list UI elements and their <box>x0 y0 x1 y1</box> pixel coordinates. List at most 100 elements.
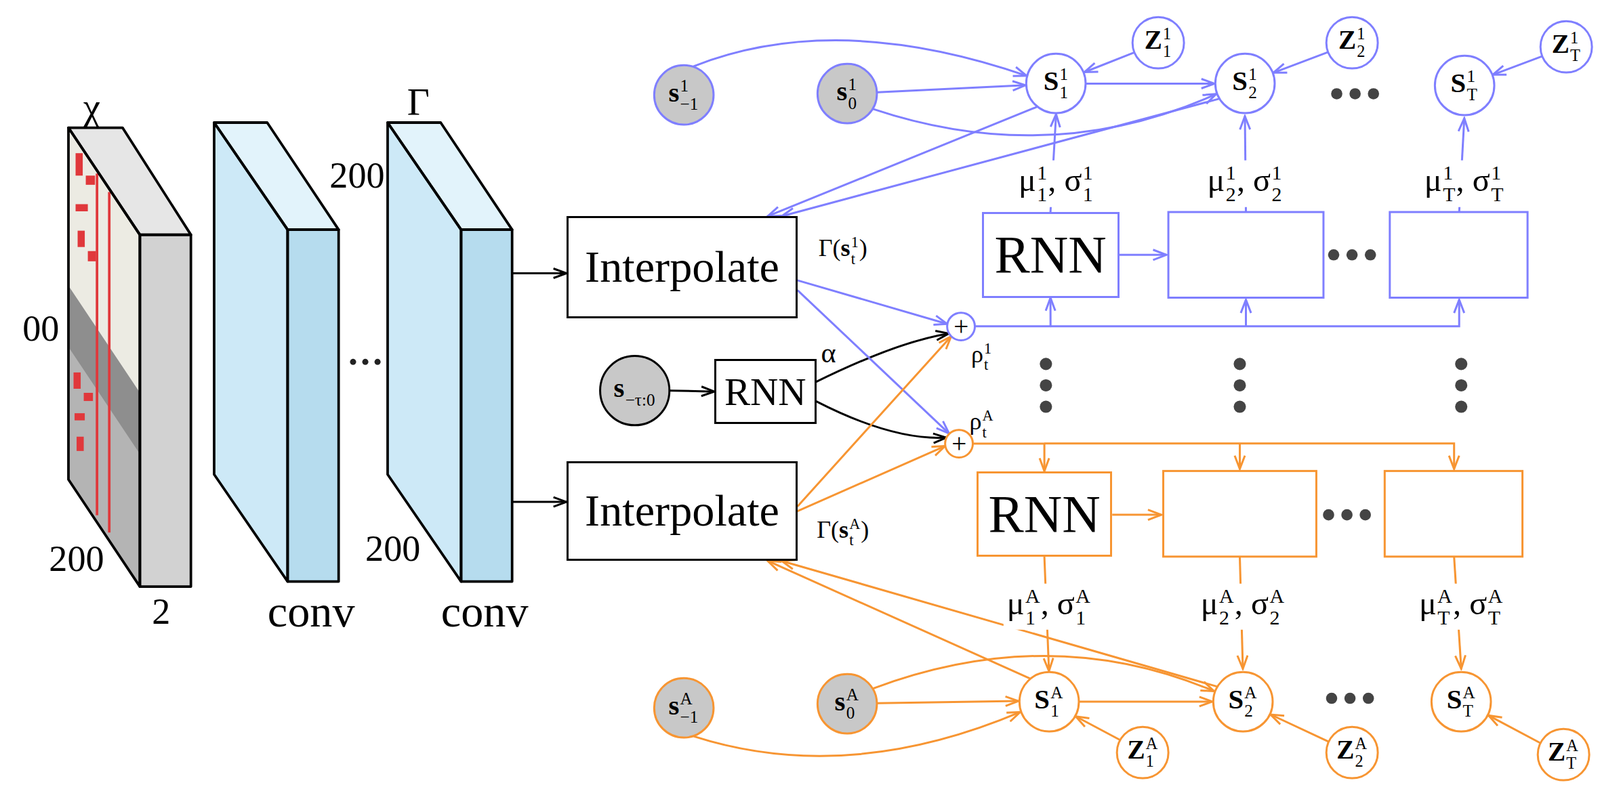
index-stack: 1T <box>1442 161 1455 207</box>
shape-part <box>68 127 140 587</box>
subscript: t <box>851 250 859 268</box>
math-symbol: S <box>1034 683 1050 715</box>
math-symbol: μ <box>1007 585 1025 622</box>
index-stack: AT <box>1437 585 1453 630</box>
tensor-label: χ <box>83 88 101 127</box>
circle-shape <box>1540 21 1592 73</box>
math-symbol: μ <box>1200 585 1219 622</box>
subscript: 0 <box>847 94 857 113</box>
math-label: 200 <box>48 540 104 578</box>
index-stack: 11 <box>1059 65 1069 102</box>
box-label: Interpolate <box>584 488 780 534</box>
shape-part <box>73 372 81 389</box>
index-stack: 10 <box>847 75 857 112</box>
subscript: 1 <box>1050 702 1063 721</box>
math-symbol: 200 <box>365 528 421 570</box>
math-symbol: Z <box>1336 735 1355 765</box>
dot <box>1359 509 1371 522</box>
math-label: SA2 <box>1227 683 1258 721</box>
superscript: 1 <box>1466 67 1477 86</box>
subscript: 1 <box>1082 183 1094 206</box>
shape-part <box>107 191 111 533</box>
arrow-connector <box>1492 56 1542 75</box>
superscript: 1 <box>1059 65 1069 84</box>
math-label: Z11 <box>1144 25 1172 61</box>
shape-part <box>75 153 83 176</box>
state-circle: Z1T <box>1539 20 1593 74</box>
math-label: α <box>821 338 837 368</box>
dot <box>374 359 381 366</box>
circle-shape <box>1326 727 1378 779</box>
subscript: T <box>1463 702 1476 721</box>
superscript: 1 <box>1082 161 1094 184</box>
subscript: −τ:0 <box>625 391 656 410</box>
dot <box>1328 249 1340 261</box>
dot <box>1039 357 1052 371</box>
subscript: T <box>1566 754 1579 773</box>
superscript: 1 <box>983 340 992 358</box>
index-stack: AT <box>1566 737 1579 773</box>
shape-part <box>461 229 513 582</box>
index-stack: AT <box>1463 683 1476 721</box>
arrow-connector <box>670 391 715 393</box>
math-label: S1T <box>1450 67 1479 104</box>
shape-part <box>95 173 99 516</box>
dot <box>1454 357 1468 371</box>
arrow-connector <box>798 280 948 324</box>
superscript: 1 <box>1570 29 1581 47</box>
arrow-connector <box>512 501 567 504</box>
dot <box>1364 249 1377 261</box>
math-label: 200 <box>329 157 385 194</box>
math-symbol: μ <box>1424 161 1443 198</box>
index-stack: 11 <box>1162 25 1172 61</box>
index-spacer <box>625 372 656 391</box>
tensor-label: Γ <box>407 82 430 122</box>
superscript: A <box>1050 683 1063 703</box>
math-label: ZA2 <box>1336 735 1368 771</box>
math-label: μ12, σ12 <box>1203 160 1286 208</box>
math-symbol: , σ <box>1456 161 1491 198</box>
index-stack: −τ:0 <box>625 372 656 409</box>
math-symbol: α <box>821 336 837 369</box>
math-symbol: , σ <box>1236 161 1271 198</box>
subscript: 2 <box>1355 752 1368 771</box>
tensor-label: conv <box>267 589 356 635</box>
shape-part <box>139 234 191 587</box>
math-symbol: s <box>668 76 680 108</box>
index-stack: 12 <box>1225 161 1237 207</box>
math-symbol: μ <box>1419 585 1437 622</box>
dot <box>1362 693 1375 705</box>
math-label: ρ1t <box>971 340 993 374</box>
index-stack: A1 <box>1145 735 1159 771</box>
circle-shape <box>1019 672 1079 732</box>
subscript: 2 <box>1356 42 1365 61</box>
math-symbol: ρ <box>971 340 984 368</box>
dot <box>1233 401 1246 414</box>
math-symbol: Z <box>1127 735 1146 765</box>
math-label: SAT <box>1446 683 1476 721</box>
subscript: T <box>1466 85 1477 104</box>
math-label: s1−1 <box>668 76 699 114</box>
dot <box>1454 379 1468 392</box>
math-symbol: S <box>1446 683 1463 715</box>
superscript: A <box>1075 585 1091 608</box>
math-label: sA0 <box>834 685 860 723</box>
arrow-connector <box>973 443 1045 472</box>
dot <box>1322 509 1335 522</box>
tensor-shape <box>68 122 192 587</box>
shape-part <box>73 153 96 452</box>
math-symbol: μ <box>1018 161 1037 198</box>
process-box: Interpolate <box>566 216 799 319</box>
math-label: SA1 <box>1034 683 1064 721</box>
math-symbol: , σ <box>1452 585 1487 622</box>
ellipsis-dots <box>1039 88 1468 705</box>
index-stack: 11 <box>1036 161 1048 207</box>
subscript: 2 <box>1269 607 1285 629</box>
superscript: 1 <box>679 76 699 95</box>
shape-part <box>288 229 339 582</box>
arrow-connector <box>1086 82 1215 85</box>
math-symbol: μ <box>1206 161 1225 198</box>
hidden-arrow <box>1112 514 1161 517</box>
dot <box>362 359 369 366</box>
index-stack: 12 <box>1271 161 1282 207</box>
